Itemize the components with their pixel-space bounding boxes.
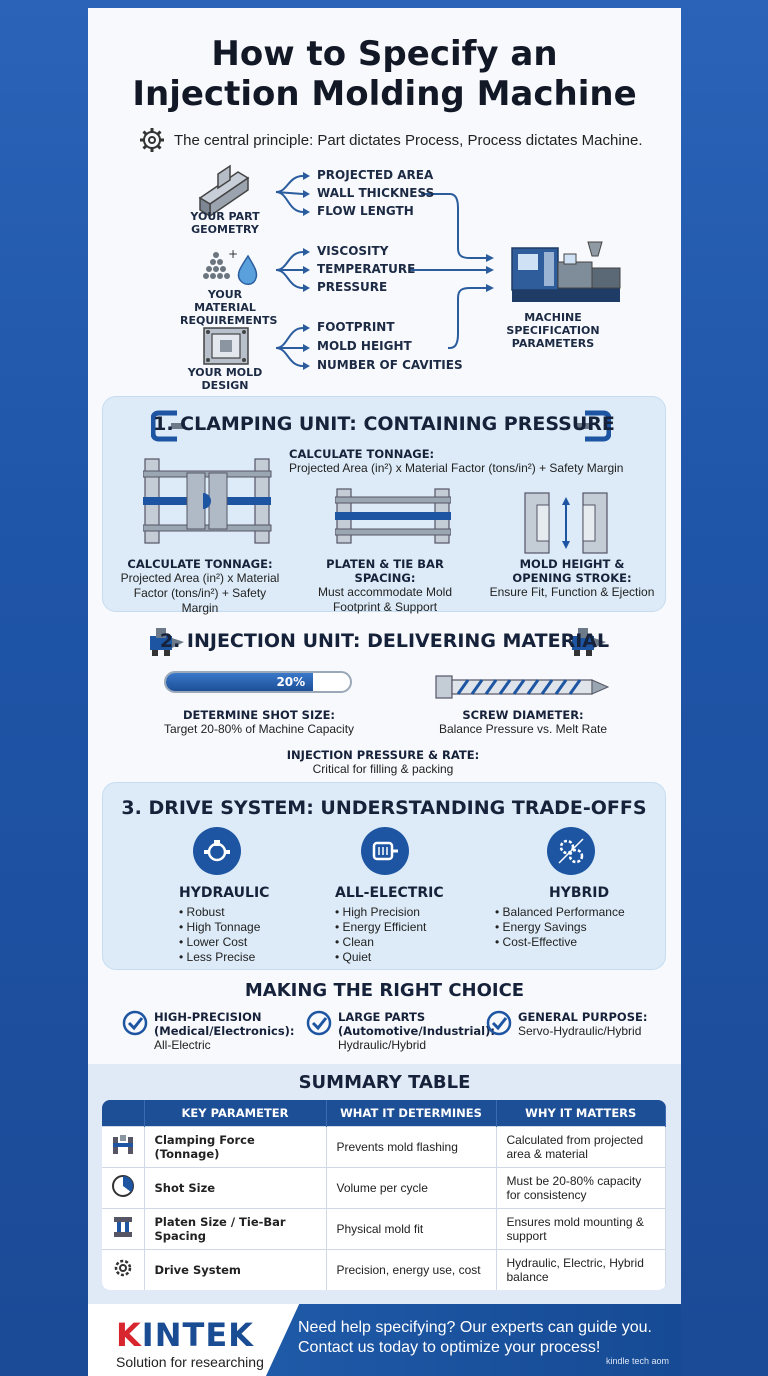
summary-title: SUMMARY TABLE [298, 1072, 471, 1093]
call-to-action[interactable]: Need help specifying? Our experts can gu… [298, 1319, 652, 1356]
drive-all-electric: ALL-ELECTRIC High Precision Energy Effic… [335, 827, 444, 965]
choice-high-precision: HIGH-PRECISION (Medical/Electronics): Al… [122, 1010, 295, 1053]
shot-size-item: DETERMINE SHOT SIZE: Target 20-80% of Ma… [163, 708, 355, 736]
col-key-parameter: KEY PARAMETER [144, 1100, 327, 1126]
screw-diameter-item: SCREW DIAMETER: Balance Pressure vs. Mel… [438, 708, 608, 736]
gear-icon [114, 1260, 131, 1277]
param-footprint: FOOTPRINT [317, 320, 395, 334]
col-why-it-matters: WHY IT MATTERS [496, 1100, 666, 1126]
table-header-row: KEY PARAMETER WHAT IT DETERMINES WHY IT … [102, 1100, 666, 1126]
table-row: Drive System Precision, energy use, cost… [102, 1248, 666, 1290]
cta-band [266, 1304, 681, 1376]
choice-large-parts: LARGE PARTS (Automotive/Industrial): Hyd… [306, 1010, 495, 1053]
clamp-icon [112, 1135, 133, 1154]
check-icon [306, 1010, 332, 1036]
c-clamp-icon [151, 410, 185, 442]
input-mold-design: YOUR MOLD DESIGN [187, 366, 263, 392]
shot-size-fill: 20% [166, 673, 314, 691]
droplet-icon [237, 254, 258, 285]
clamp-item-mold-height: MOLD HEIGHT & OPENING STROKE: Ensure Fit… [489, 557, 655, 599]
mold-icon [203, 327, 249, 365]
machine-spec-label: MACHINE SPECIFICATION PARAMETERS [506, 311, 600, 350]
platen-icon [113, 1217, 132, 1237]
drive-hydraulic: HYDRAULIC Robust High Tonnage Lower Cost… [179, 827, 269, 965]
footer: KINTEK Solution for researching Need hel… [88, 1304, 681, 1376]
drive-hybrid: HYBRID Balanced Performance Energy Savin… [495, 827, 625, 950]
table-row: Platen Size / Tie-Bar Spacing Physical m… [102, 1207, 666, 1249]
table-row: Clamping Force (Tonnage) Prevents mold f… [102, 1125, 666, 1167]
param-wall-thickness: WALL THICKNESS [317, 186, 435, 200]
param-viscosity: VISCOSITY [317, 244, 389, 258]
infographic-page: How to Specify an Injection Molding Mach… [88, 8, 681, 1376]
param-flow-length: FLOW LENGTH [317, 204, 414, 218]
motor-icon [361, 827, 409, 875]
mold-height-illustration [524, 492, 608, 554]
param-temperature: TEMPERATURE [317, 262, 416, 276]
flow-connectors: + [198, 164, 621, 370]
clamping-unit-illustration [143, 458, 272, 544]
summary-table: KEY PARAMETER WHAT IT DETERMINES WHY IT … [102, 1100, 666, 1290]
drive-system-section: 3. DRIVE SYSTEM: UNDERSTANDING TRADE-OFF… [102, 782, 666, 970]
clamp-item-tonnage: CALCULATE TONNAGE: Projected Area (in²) … [120, 557, 280, 615]
injection-unit-icon [572, 628, 606, 656]
clamping-title: 1. CLAMPING UNIT: CONTAINING PRESSURE [153, 413, 615, 435]
param-pressure: PRESSURE [317, 280, 388, 294]
gear-icon [140, 128, 164, 152]
check-icon [486, 1010, 512, 1036]
gauge-icon [111, 1175, 134, 1197]
input-part-geometry: YOUR PART GEOMETRY [190, 210, 260, 236]
injection-title: 2. INJECTION UNIT: DELIVERING MATERIAL [159, 630, 610, 652]
tie-bar-illustration [335, 488, 451, 544]
screw-icon [435, 675, 610, 699]
part-icon [198, 164, 250, 218]
website-url[interactable]: kindle tech aom [605, 1356, 669, 1366]
shot-size-bar: 20% [164, 671, 352, 693]
c-clamp-icon [577, 410, 611, 442]
pump-icon [193, 827, 241, 875]
check-icon [122, 1010, 148, 1036]
param-projected-area: PROJECTED AREA [317, 168, 434, 182]
injection-pressure-item: INJECTION PRESSURE & RATE: Critical for … [286, 748, 480, 776]
param-mold-height: MOLD HEIGHT [317, 339, 412, 353]
central-principle: The central principle: Part dictates Pro… [138, 126, 643, 154]
choice-general-purpose: GENERAL PURPOSE: Servo-Hydraulic/Hybrid [486, 1010, 647, 1039]
gears-icon [547, 827, 595, 875]
clamping-unit-section: 1. CLAMPING UNIT: CONTAINING PRESSURE CA… [102, 396, 666, 615]
input-material-requirements: YOUR MATERIAL REQUIREMENTS [180, 288, 278, 327]
injection-unit-icon [150, 628, 184, 656]
param-number-of-cavities: NUMBER OF CAVITIES [317, 358, 463, 372]
injection-machine-icon [511, 241, 621, 302]
material-icon: + [203, 247, 238, 279]
tagline: Solution for researching [116, 1354, 264, 1370]
col-what-it-determines: WHAT IT DETERMINES [326, 1100, 497, 1126]
kintek-logo: KINTEK [116, 1316, 254, 1354]
table-row: Shot Size Volume per cycle Must be 20-80… [102, 1166, 666, 1208]
svg-text:+: + [228, 247, 238, 261]
tonnage-formula: CALCULATE TONNAGE: Projected Area (in²) … [289, 447, 624, 475]
page-title: How to Specify an Injection Molding Mach… [132, 34, 637, 114]
clamp-item-platen: PLATEN & TIE BAR SPACING: Must accommoda… [317, 557, 453, 614]
drive-title: 3. DRIVE SYSTEM: UNDERSTANDING TRADE-OFF… [121, 797, 647, 819]
choice-title: MAKING THE RIGHT CHOICE [244, 980, 525, 1001]
input-flow-diagram: + YOUR PART GEOMETR [88, 158, 681, 398]
